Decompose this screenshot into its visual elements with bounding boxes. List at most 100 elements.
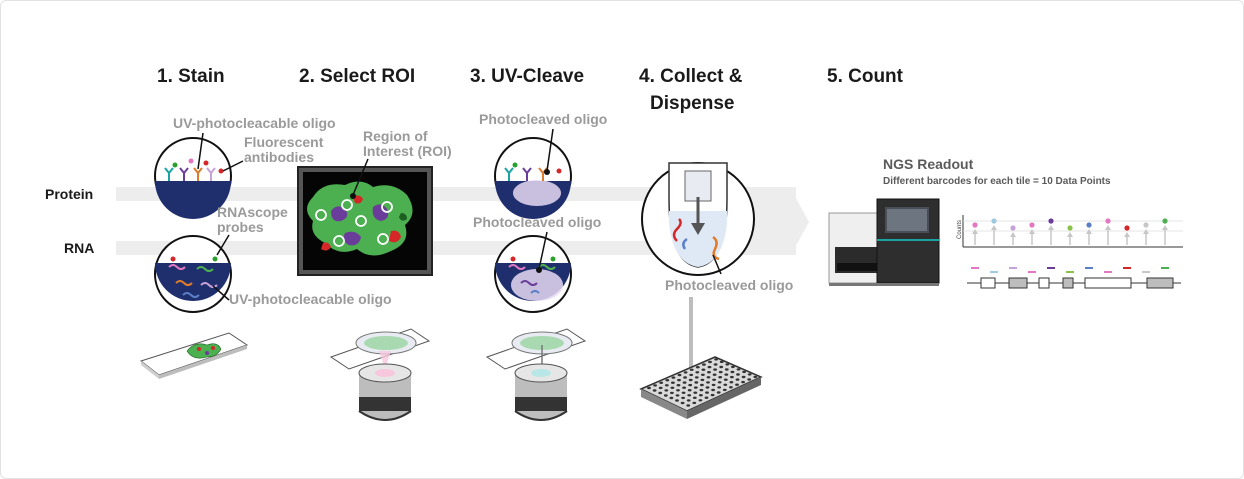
protein-band bbox=[116, 187, 796, 201]
plate-well bbox=[652, 389, 657, 392]
ngs-gene-model bbox=[967, 277, 1181, 289]
plate-well bbox=[712, 378, 716, 381]
roi-pointer-dot bbox=[350, 193, 356, 199]
plate-well bbox=[729, 386, 733, 389]
plate-well bbox=[724, 368, 729, 371]
lollipop-dot bbox=[1010, 225, 1016, 231]
plate-well bbox=[699, 394, 703, 397]
plate-well bbox=[653, 384, 657, 387]
step-count: 5. Count bbox=[827, 66, 904, 87]
plate-well bbox=[664, 389, 669, 392]
plate-well bbox=[731, 365, 735, 369]
rnascope-pointer bbox=[216, 234, 230, 256]
plate-well bbox=[707, 371, 711, 374]
plate-well bbox=[706, 381, 710, 384]
fluor-label-line1: Fluorescent bbox=[244, 134, 324, 150]
plate-well bbox=[695, 371, 700, 374]
ngs-axis-label: Counts bbox=[957, 220, 963, 239]
plate-well bbox=[677, 378, 681, 382]
roi-label-line1: Region of bbox=[363, 128, 428, 144]
barcode-dash bbox=[1028, 271, 1036, 273]
plate-well bbox=[688, 378, 693, 382]
plate-well bbox=[704, 396, 709, 399]
plate-well bbox=[717, 386, 722, 389]
plate-well bbox=[702, 363, 706, 366]
plate-well bbox=[747, 373, 752, 376]
plate-well bbox=[676, 389, 680, 392]
plate-well bbox=[700, 378, 705, 382]
cleave-protein-circle bbox=[494, 137, 572, 219]
plate-well bbox=[680, 401, 685, 405]
dispense-plate bbox=[639, 297, 763, 419]
stained-slide bbox=[139, 332, 249, 379]
plate-well bbox=[686, 404, 691, 407]
cleaved-top-label: Photocleaved oligo bbox=[479, 111, 607, 127]
barcode-dash bbox=[990, 271, 998, 273]
plate-well bbox=[724, 373, 729, 376]
plate-well bbox=[659, 381, 664, 384]
step-collect-line1: 4. Collect & bbox=[639, 66, 743, 87]
plate-well bbox=[647, 386, 651, 390]
uv-oligo-top-label: UV-photocleacable oligo bbox=[173, 115, 336, 131]
plate-well bbox=[681, 396, 685, 400]
plate-well bbox=[717, 381, 722, 384]
lollipop-dot bbox=[991, 218, 997, 224]
plate-well bbox=[676, 384, 681, 387]
plate-well bbox=[681, 391, 686, 394]
step-stain: 1. Stain bbox=[157, 66, 225, 87]
lollipop-arrow bbox=[991, 225, 997, 230]
plate-well bbox=[712, 373, 717, 376]
uv-oligo-bottom-label: UV-photocleacable oligo bbox=[229, 291, 392, 307]
lollipop-arrow bbox=[1029, 229, 1035, 234]
plate-well bbox=[701, 368, 706, 371]
step-collect-line2: Dispense bbox=[650, 93, 734, 114]
plate-well bbox=[658, 391, 663, 395]
ngs-lollipops bbox=[972, 218, 1168, 245]
plate-well bbox=[713, 363, 718, 366]
plate-well bbox=[718, 376, 723, 379]
plate-well bbox=[723, 383, 728, 386]
ngs-counts-plot: Counts bbox=[957, 215, 1183, 289]
lollipop-arrow bbox=[1067, 232, 1073, 237]
plate-well bbox=[708, 360, 712, 364]
barcode-dash bbox=[1047, 267, 1055, 269]
barcode-dash bbox=[1009, 267, 1017, 269]
ngs-title: NGS Readout bbox=[883, 156, 974, 172]
barcode-dash bbox=[1161, 267, 1169, 269]
plate-well bbox=[671, 381, 675, 384]
lollipop-arrow bbox=[1162, 225, 1168, 230]
row-label-protein: Protein bbox=[45, 186, 93, 202]
microscope-select bbox=[329, 328, 431, 421]
plate-well bbox=[707, 365, 712, 369]
plate-well bbox=[693, 391, 698, 394]
plate-well bbox=[730, 375, 734, 379]
uv-oligo-bottom-pointer bbox=[212, 285, 230, 301]
plate-well bbox=[688, 383, 693, 387]
plate-well bbox=[682, 381, 687, 384]
uv-oligo-top-pointer bbox=[197, 132, 204, 170]
plate-well bbox=[698, 399, 703, 402]
plate-well bbox=[687, 389, 692, 392]
plate-well bbox=[692, 401, 697, 405]
lollipop-arrow bbox=[1105, 225, 1111, 230]
plate-well bbox=[742, 370, 746, 374]
plate-well bbox=[694, 381, 699, 384]
plate-well bbox=[677, 373, 682, 377]
cleaved-tube-pointer bbox=[712, 254, 722, 275]
plate-well bbox=[741, 380, 745, 384]
plate-well bbox=[675, 399, 679, 402]
lollipop-dot bbox=[1124, 225, 1130, 231]
roi-label-line2: Interest (ROI) bbox=[363, 143, 452, 159]
row-label-rna: RNA bbox=[64, 240, 94, 256]
plate-well bbox=[700, 383, 704, 387]
lollipop-dot bbox=[1086, 222, 1092, 228]
stain-rna-circle bbox=[154, 235, 232, 313]
plate-well bbox=[687, 394, 692, 397]
plate-well bbox=[682, 386, 686, 389]
plate-well bbox=[686, 399, 691, 402]
barcode-dash bbox=[1104, 271, 1112, 273]
plate-well bbox=[705, 386, 710, 389]
stain-protein-circle bbox=[154, 137, 232, 219]
lollipop-arrow bbox=[1143, 229, 1149, 234]
